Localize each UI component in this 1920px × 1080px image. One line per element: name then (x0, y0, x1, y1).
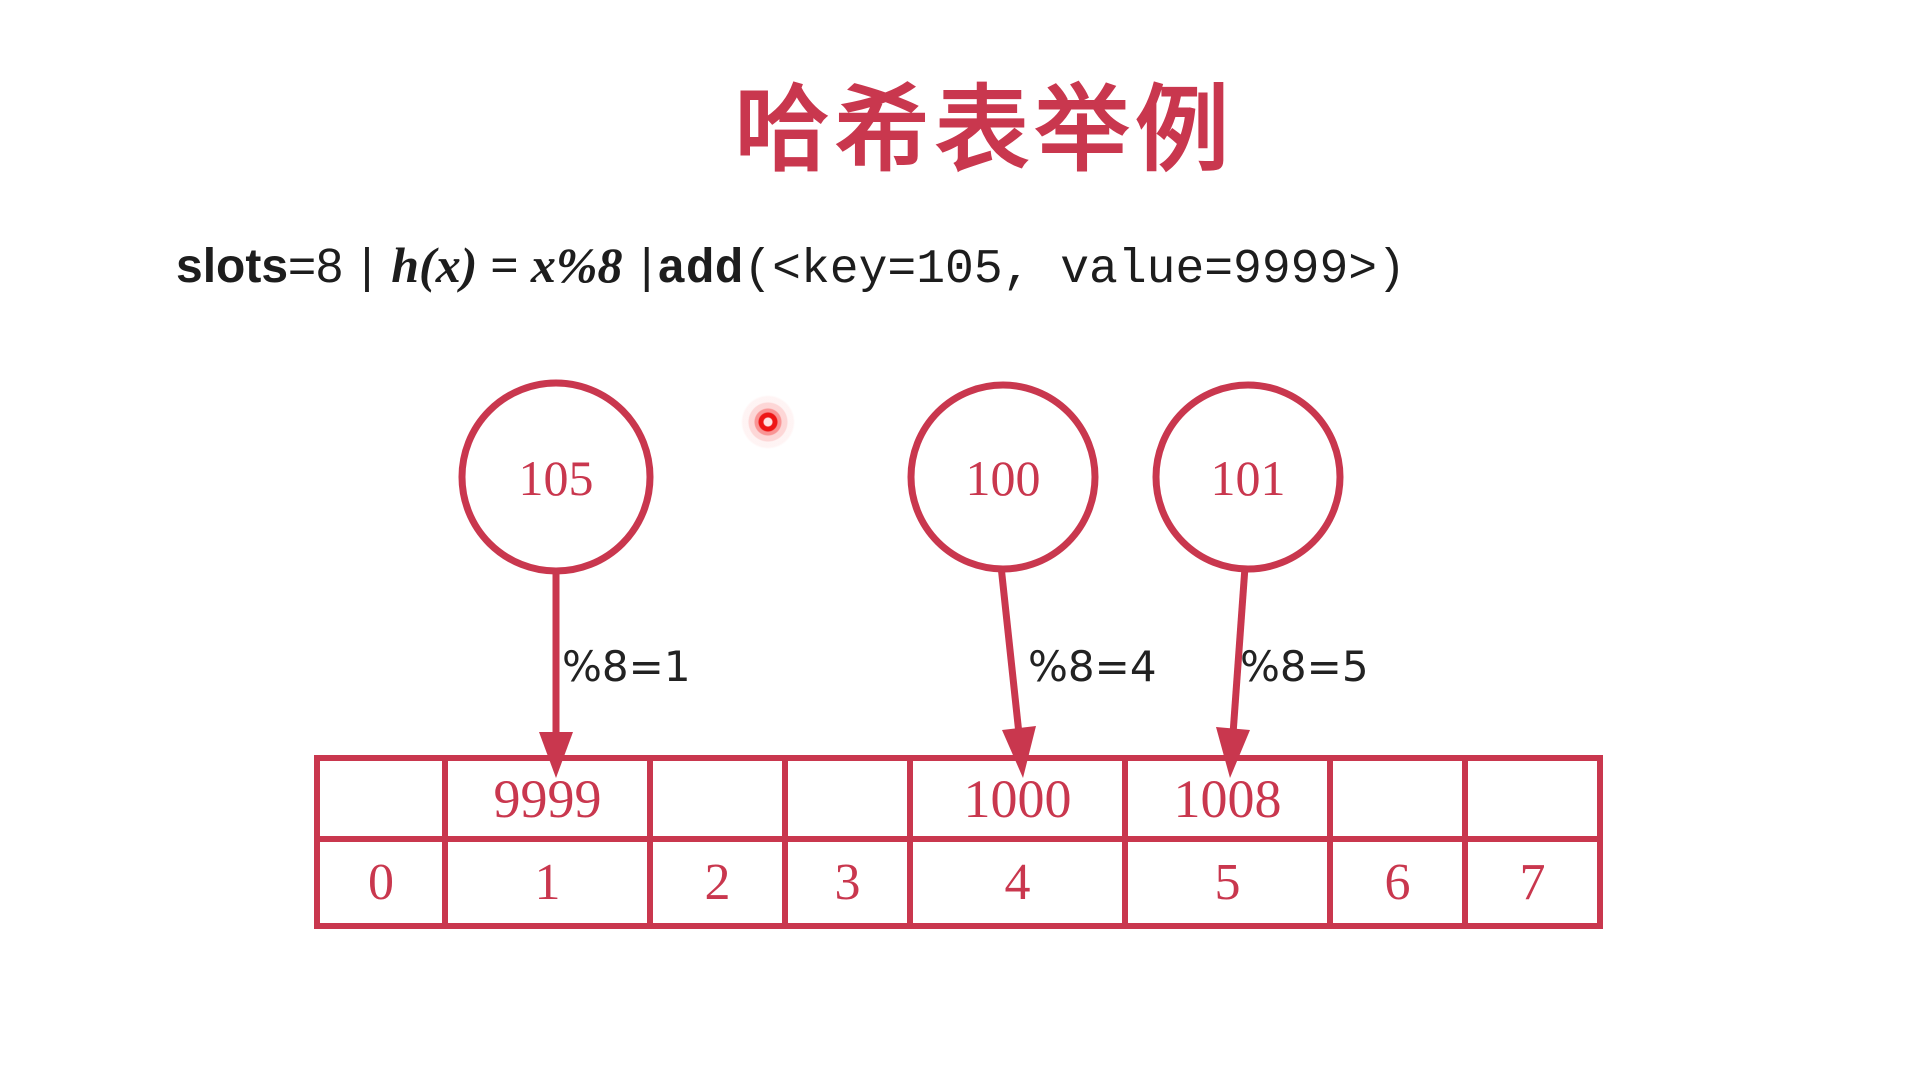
slot-index-cell: 1 (445, 839, 650, 926)
slot-value-cell: 1000 (910, 758, 1125, 839)
slot-value-cell (650, 758, 785, 839)
mod-label: %8=4 (1028, 642, 1157, 691)
key-label: 101 (1211, 450, 1286, 506)
slot-index-cell: 6 (1330, 839, 1465, 926)
formula-add-label: add (656, 243, 744, 297)
key-label: 105 (519, 450, 594, 506)
slot-value-cell: 9999 (445, 758, 650, 839)
formula-slots-value: =8 (288, 240, 343, 293)
slot-index-cell: 7 (1465, 839, 1600, 926)
slot-index-cell: 4 (910, 839, 1125, 926)
formula-hash-function: h(x) = x%8 (391, 237, 623, 293)
key-label: 100 (966, 450, 1041, 506)
arrow-shaft (997, 565, 1023, 735)
formula-line: slots =8 | h(x) = x%8 | add (<key=105, v… (176, 236, 1406, 297)
slot-index-cell: 2 (650, 839, 785, 926)
key-circle (458, 379, 654, 575)
formula-pipe-icon: | (360, 240, 374, 293)
slot-index-cell: 5 (1125, 839, 1330, 926)
slot-value-cell: 1008 (1125, 758, 1330, 839)
slot-value-cell (317, 758, 445, 839)
key-circle (907, 381, 1099, 573)
slot-value-cell (1465, 758, 1600, 839)
formula-add-args: (<key=105, value=9999>) (743, 243, 1406, 297)
slot-value-cell (785, 758, 910, 839)
mod-label: %8=5 (1240, 642, 1369, 691)
laser-pointer-dot (740, 394, 796, 450)
page-title: 哈希表举例 (734, 77, 1235, 182)
slot-index-cell: 0 (317, 839, 445, 926)
slot-value-cell (1330, 758, 1465, 839)
formula-slots-label: slots (176, 240, 289, 293)
slot-index-cell: 3 (785, 839, 910, 926)
mod-label: %8=1 (562, 642, 691, 691)
hash-table: 9999 1000 1008 0 1 2 3 4 5 6 7 (314, 755, 1603, 929)
key-circle (1152, 381, 1344, 573)
arrow-shaft (1229, 566, 1249, 735)
formula-pipe-icon: | (640, 240, 653, 293)
